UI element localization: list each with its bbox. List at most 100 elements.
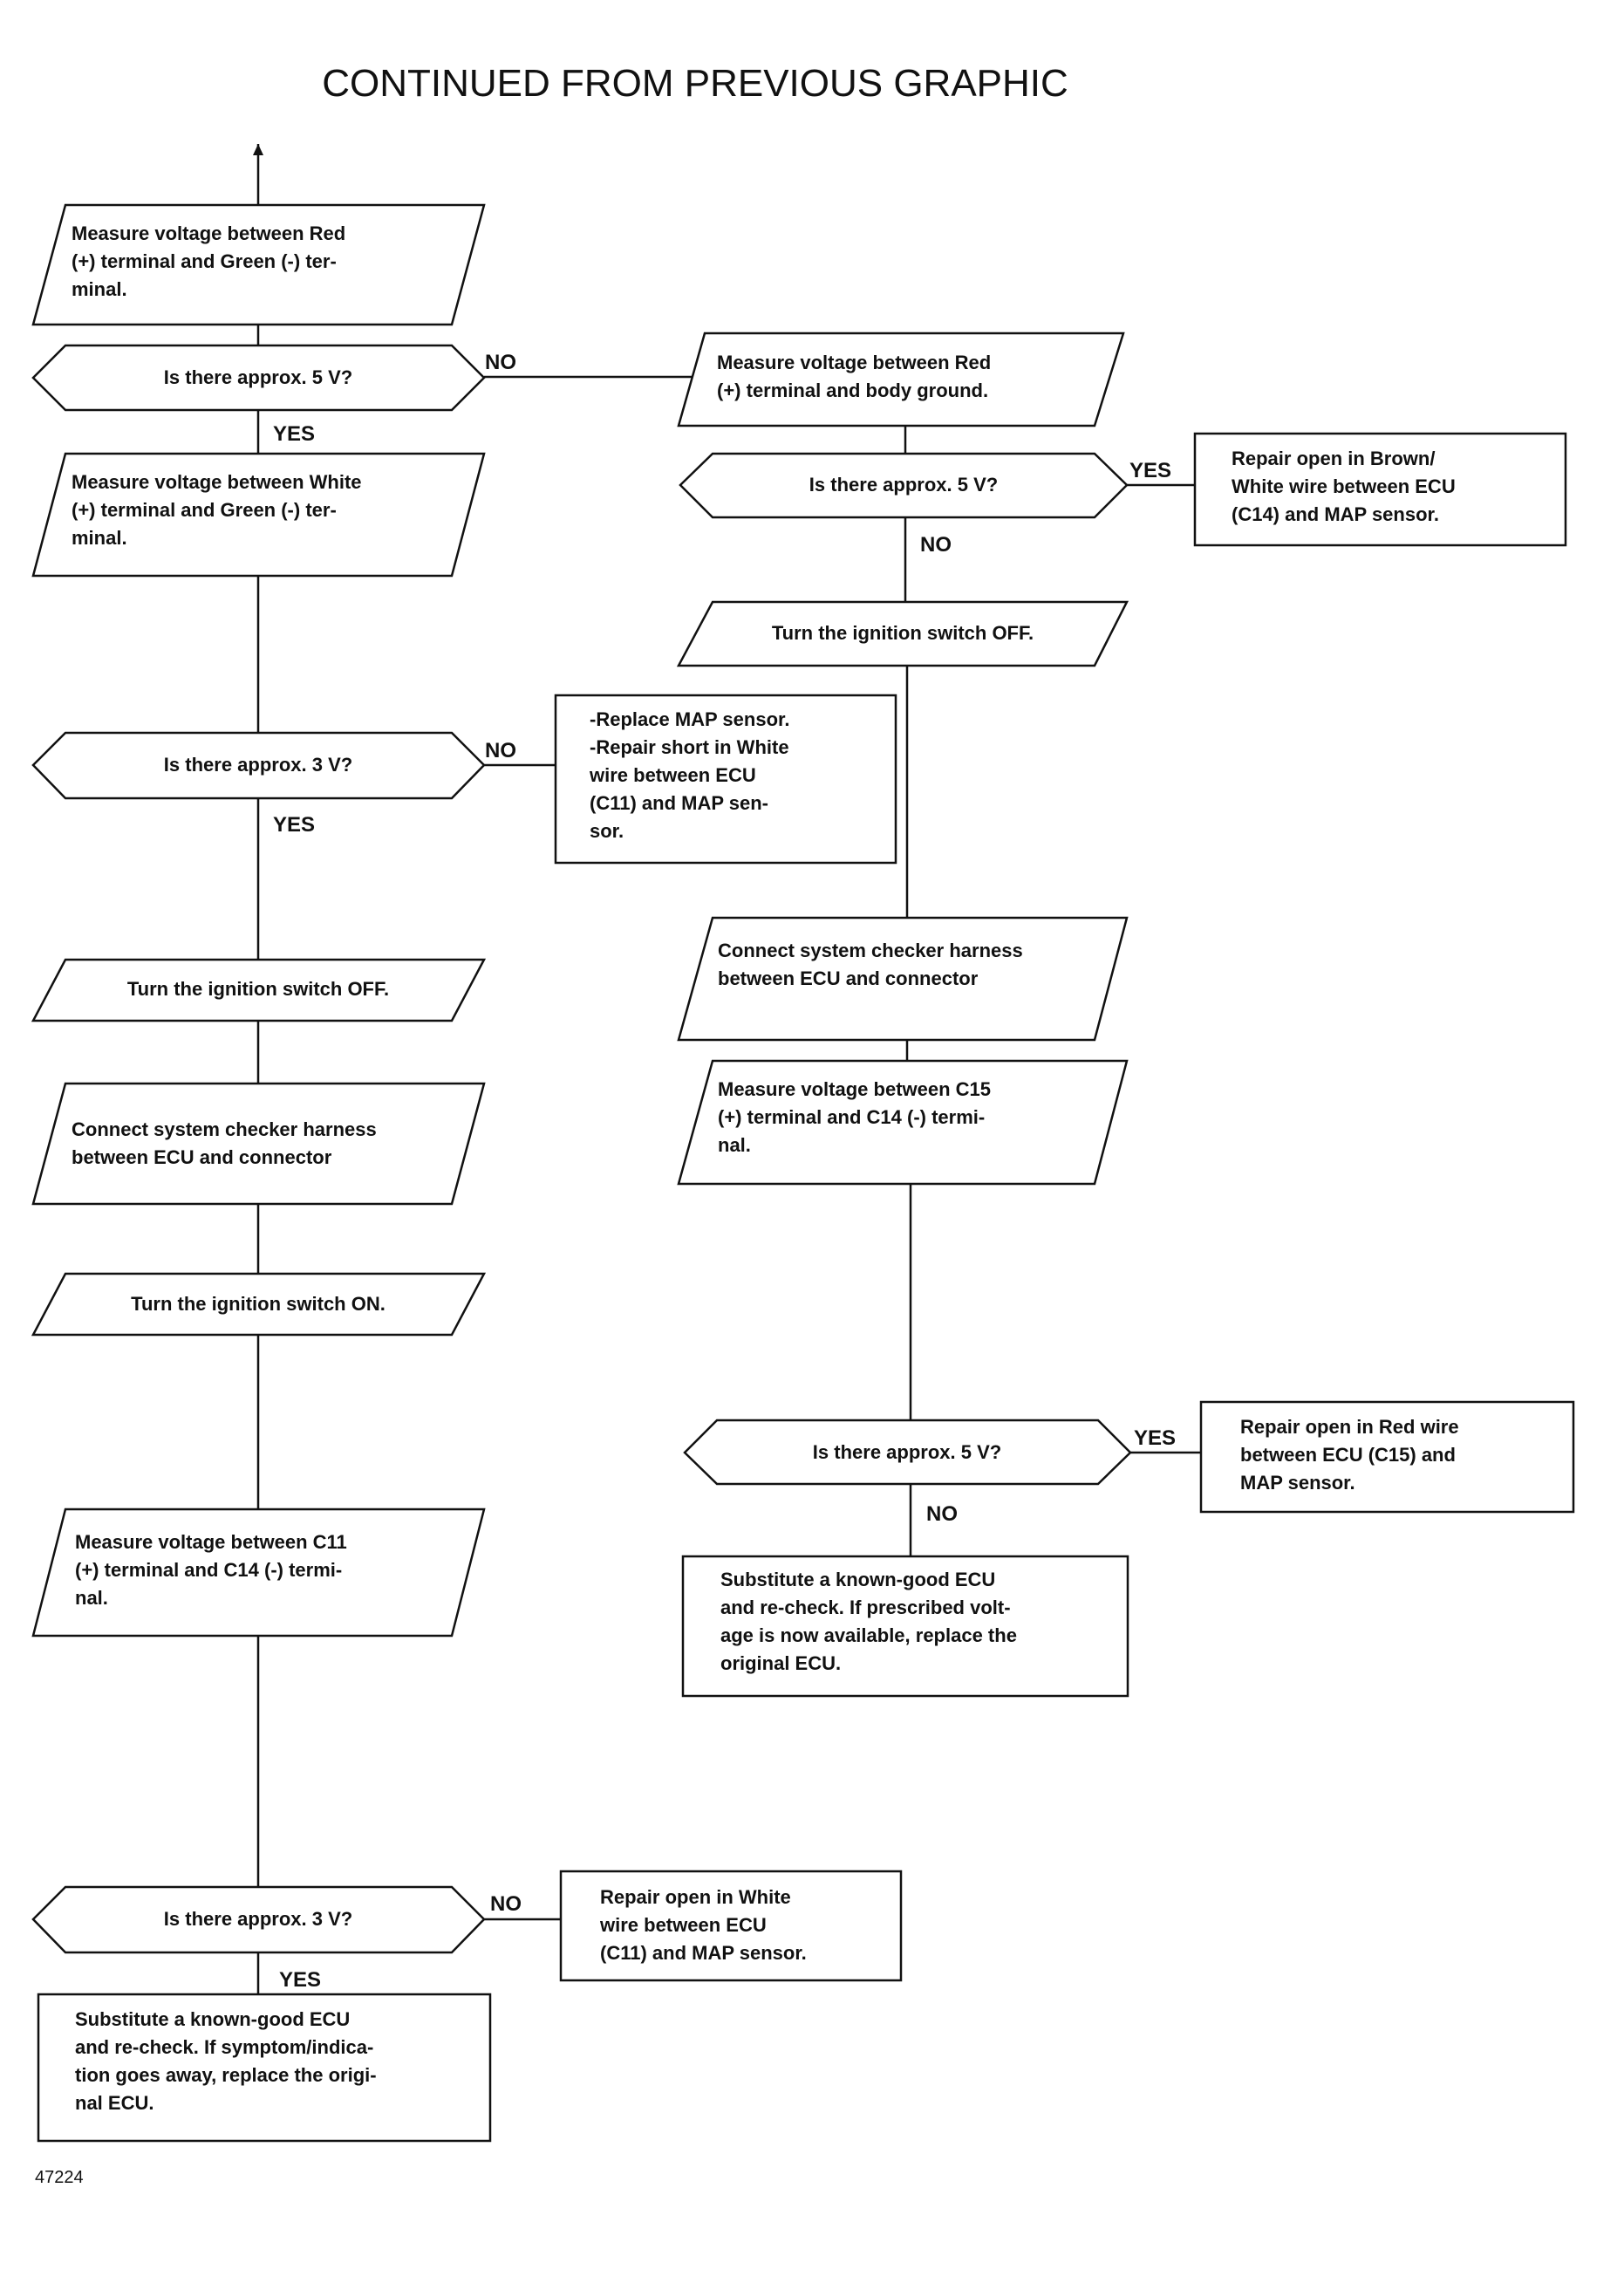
decision-rd1-text: Is there approx. 5 V? <box>809 474 998 496</box>
node-text-line: Measure voltage between Red <box>717 352 991 373</box>
box-rb1 <box>1193 432 1567 547</box>
node-text-line: between ECU and connector <box>72 1146 332 1168</box>
node-l5-text: Turn the ignition switch ON. <box>131 1293 386 1315</box>
node-text-line: -Repair short in White <box>590 736 789 758</box>
node-l4 <box>31 1082 486 1206</box>
decision-d1 <box>31 344 486 412</box>
box-b1-text: -Replace MAP sensor. -Repair short in Whi… <box>589 708 789 842</box>
node-r2-text: Turn the ignition switch OFF. <box>772 622 1034 644</box>
figure-number: 47224 <box>35 2168 84 2187</box>
node-text-line: Turn the ignition switch ON. <box>131 1293 386 1315</box>
box-rb3-text: Substitute a known-good ECU and re-check.… <box>720 1569 1017 1674</box>
edge-label-yes: YES <box>273 422 315 446</box>
node-l2 <box>31 452 486 578</box>
node-text-line: Connect system checker harness <box>72 1118 377 1140</box>
node-text-line: wire between ECU <box>589 764 756 786</box>
decision-d3 <box>31 1885 486 1954</box>
node-text-line: between ECU (C15) and <box>1240 1444 1456 1466</box>
node-text-line: Measure voltage between White <box>72 471 362 493</box>
node-text-line: and re-check. If symptom/indica- <box>75 2036 373 2058</box>
node-text-line: age is now available, replace the <box>720 1624 1017 1646</box>
node-l2-text: Measure voltage between White (+) termina… <box>72 471 362 549</box>
node-text-line: minal. <box>72 527 127 549</box>
box-rb3 <box>681 1555 1129 1698</box>
node-text-line: (+) terminal and C14 (-) termi- <box>718 1106 985 1128</box>
decision-d2 <box>31 731 486 800</box>
node-text-line: Turn the ignition switch OFF. <box>772 622 1034 644</box>
node-text-line: (+) terminal and C14 (-) termi- <box>75 1559 342 1581</box>
node-text-line: Turn the ignition switch OFF. <box>127 978 389 1000</box>
edge-label-no: NO <box>920 533 952 557</box>
node-l3-text: Turn the ignition switch OFF. <box>127 978 389 1000</box>
node-l5 <box>31 1272 487 1337</box>
node-r3 <box>677 916 1129 1042</box>
edge-labels: YES NO NO YES NO YES YES NO YES NO <box>273 351 1176 1992</box>
box-rb2-text: Repair open in Red wire between ECU (C15)… <box>1240 1416 1459 1494</box>
node-text-line: Is there approx. 5 V? <box>809 474 998 496</box>
node-text-line: (C11) and MAP sensor. <box>600 1942 807 1964</box>
node-text-line: (+) terminal and Green (-) ter- <box>72 499 337 521</box>
node-text-line: Is there approx. 5 V? <box>164 366 352 388</box>
node-text-line: and re-check. If prescribed volt- <box>720 1597 1011 1618</box>
box-b2 <box>559 1870 903 1982</box>
node-text-line: (+) terminal and body ground. <box>717 379 988 401</box>
node-text-line: nal ECU. <box>75 2092 154 2114</box>
node-r1-text: Measure voltage between Red (+) terminal … <box>717 352 991 401</box>
node-text-line: (+) terminal and Green (-) ter- <box>72 250 337 272</box>
node-text-line: Repair open in White <box>600 1886 791 1908</box>
decision-rd2 <box>683 1419 1132 1486</box>
diagram-title: CONTINUED FROM PREVIOUS GRAPHIC <box>322 62 1068 105</box>
box-b3-text: Substitute a known-good ECU and re-check.… <box>75 2008 377 2114</box>
node-r1 <box>677 332 1125 427</box>
node-text-line: nal. <box>718 1134 751 1156</box>
node-text-line: Substitute a known-good ECU <box>720 1569 995 1590</box>
node-text-line: sor. <box>590 820 624 842</box>
edge-label-no: NO <box>485 739 516 762</box>
node-text-line: Repair open in Brown/ <box>1232 448 1435 469</box>
edge-label-no: NO <box>490 1892 522 1916</box>
decision-d3-text: Is there approx. 3 V? <box>164 1908 352 1930</box>
node-l1-text: Measure voltage between Red (+) terminal … <box>72 222 345 300</box>
node-text-line: minal. <box>72 278 127 300</box>
edge-label-yes: YES <box>1134 1426 1176 1450</box>
node-text-line: Repair open in Red wire <box>1240 1416 1459 1438</box>
box-rb2 <box>1199 1400 1575 1514</box>
node-text-line: nal. <box>75 1587 108 1609</box>
node-text-line: (C14) and MAP sensor. <box>1232 503 1439 525</box>
node-l6-text: Measure voltage between C11 (+) terminal … <box>75 1531 347 1609</box>
edge-label-yes: YES <box>279 1968 321 1992</box>
node-text-line: tion goes away, replace the origi- <box>75 2064 377 2086</box>
node-l6 <box>31 1508 486 1638</box>
node-text-line: Is there approx. 5 V? <box>813 1441 1001 1463</box>
node-l3 <box>31 958 487 1022</box>
box-b3 <box>37 1993 492 2143</box>
node-text-line: Is there approx. 3 V? <box>164 1908 352 1930</box>
decision-d1-text: Is there approx. 5 V? <box>164 366 352 388</box>
box-rb1-text: Repair open in Brown/White wire between … <box>1232 448 1456 525</box>
node-text-line: Measure voltage between C11 <box>75 1531 347 1553</box>
node-text-line: Measure voltage between Red <box>72 222 345 244</box>
edge-label-yes: YES <box>1129 459 1171 482</box>
connector-lines <box>253 144 1201 1994</box>
node-text-line: Substitute a known-good ECU <box>75 2008 350 2030</box>
node-r4 <box>677 1059 1129 1186</box>
node-text-line: wire between ECU <box>599 1914 767 1936</box>
decision-rd2-text: Is there approx. 5 V? <box>813 1441 1001 1463</box>
node-text-line: White wire between ECU <box>1232 475 1456 497</box>
decision-d2-text: Is there approx. 3 V? <box>164 754 352 776</box>
edge-label-no: NO <box>485 351 516 374</box>
node-text-line: original ECU. <box>720 1652 841 1674</box>
node-l4-text: Connect system checker harness between EC… <box>72 1118 377 1168</box>
decision-rd1 <box>679 452 1129 519</box>
node-text-line: Is there approx. 3 V? <box>164 754 352 776</box>
node-text-line: between ECU and connector <box>718 967 979 989</box>
arrow-head <box>253 144 263 155</box>
edge-label-yes: YES <box>273 813 315 837</box>
box-b1 <box>554 694 897 865</box>
node-text-line: (C11) and MAP sen- <box>590 792 768 814</box>
node-text-line: MAP sensor. <box>1240 1472 1355 1494</box>
node-text-line: -Replace MAP sensor. <box>590 708 789 730</box>
box-b2-text: Repair open in White wire between ECU (C11… <box>599 1886 807 1964</box>
